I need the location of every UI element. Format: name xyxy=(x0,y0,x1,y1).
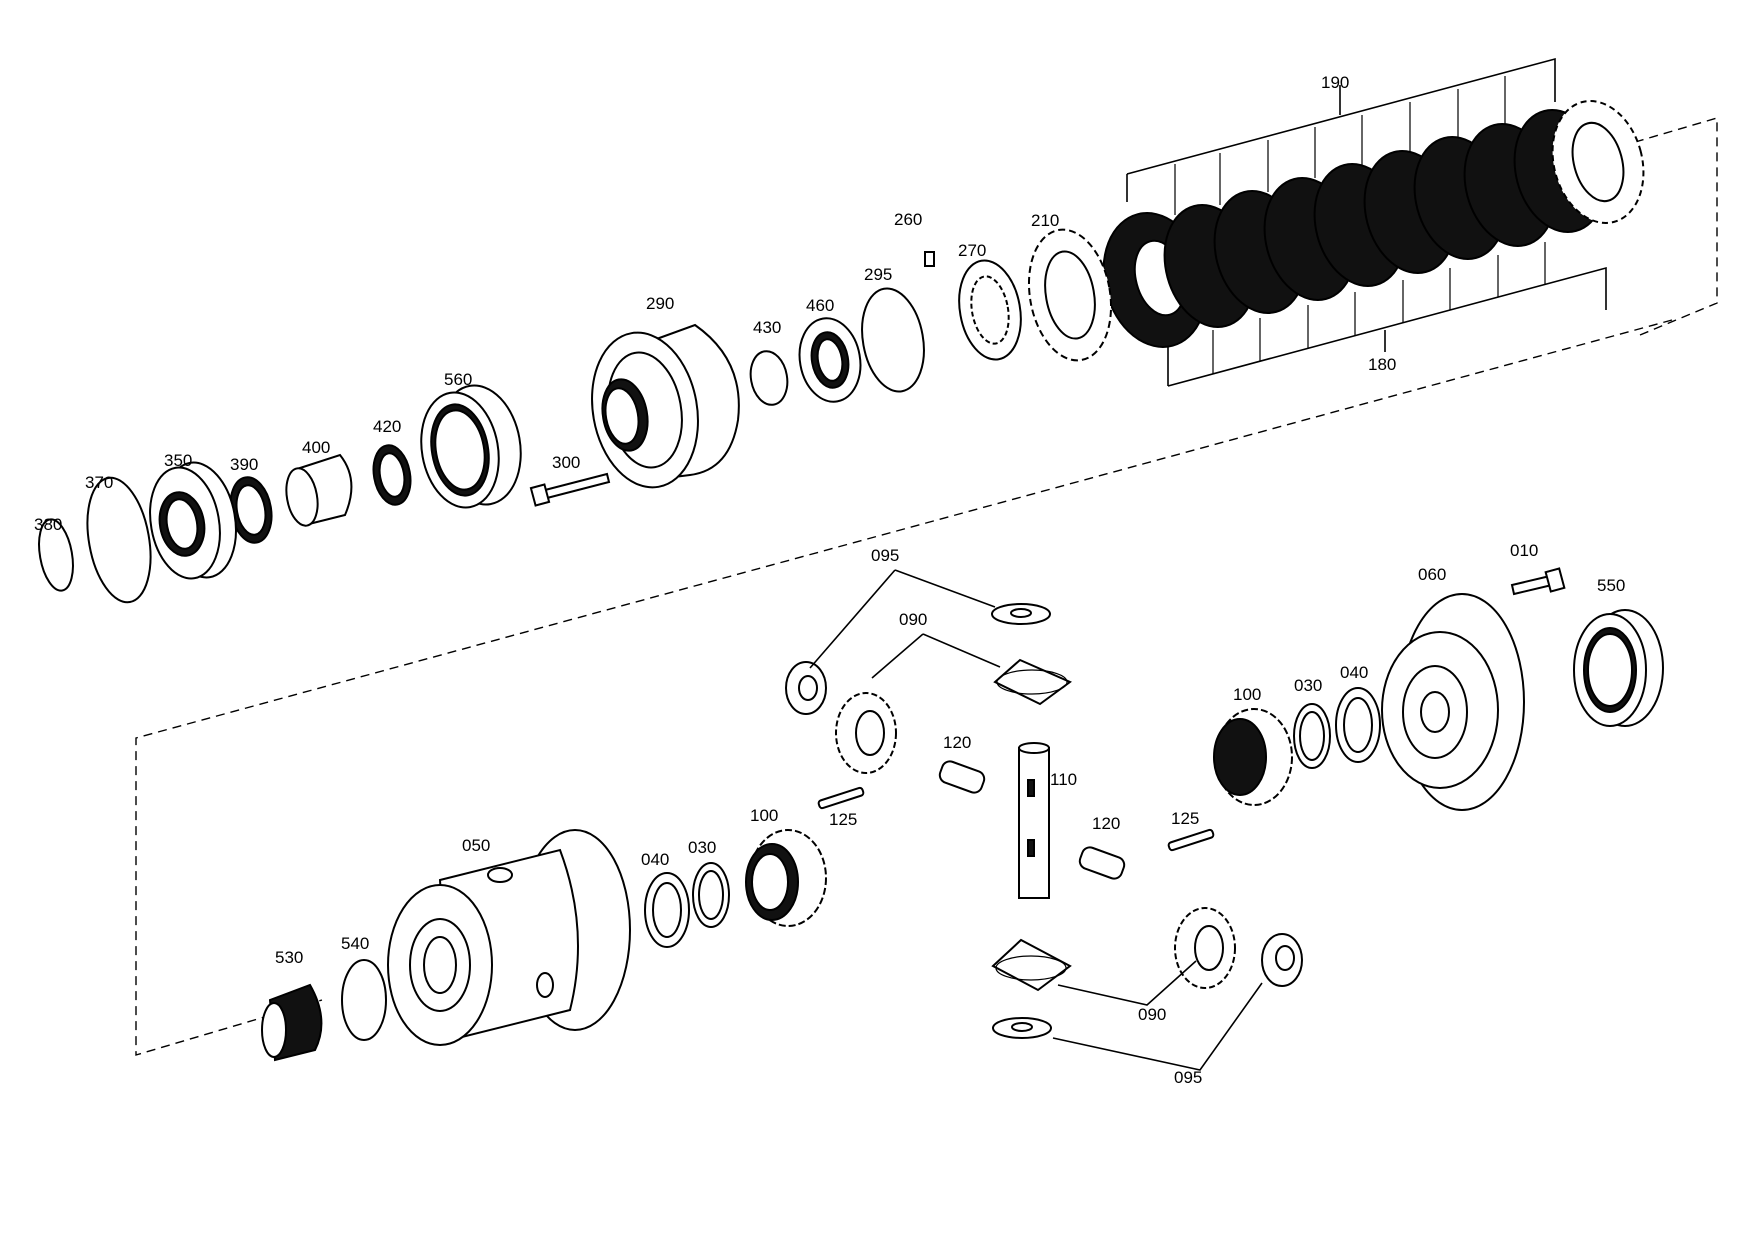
part-560-bearing xyxy=(420,384,522,509)
label-430: 430 xyxy=(753,318,781,337)
label-110: 110 xyxy=(1050,770,1077,789)
label-095: 095 xyxy=(1174,1068,1202,1087)
disc-pack-brackets xyxy=(1126,57,1607,387)
label-040: 040 xyxy=(1340,663,1368,682)
part-430-circlip xyxy=(749,350,789,406)
part-530-nut xyxy=(261,983,323,1062)
label-095: 095 xyxy=(871,546,899,565)
label-400: 400 xyxy=(302,438,330,457)
label-125: 125 xyxy=(829,810,857,829)
label-380: 380 xyxy=(34,515,62,534)
label-090: 090 xyxy=(899,610,927,629)
leader-lines xyxy=(809,569,1263,1071)
label-120: 120 xyxy=(943,733,971,752)
label-060: 060 xyxy=(1418,565,1446,584)
label-040: 040 xyxy=(641,850,669,869)
part-050-housing xyxy=(387,829,631,1046)
label-120: 120 xyxy=(1092,814,1120,833)
label-370: 370 xyxy=(85,473,113,492)
part-labels: 010 030 030 040 040 050 060 090 090 095 … xyxy=(34,73,1625,1087)
label-390: 390 xyxy=(230,455,258,474)
part-300-bolt xyxy=(529,472,611,507)
part-550-bearing xyxy=(1573,609,1664,727)
part-090-gears xyxy=(835,658,1236,992)
part-380-oring xyxy=(38,518,74,592)
part-100-gears xyxy=(745,708,1293,927)
label-050: 050 xyxy=(462,836,490,855)
label-010: 010 xyxy=(1510,541,1538,560)
label-420: 420 xyxy=(373,417,401,436)
part-400-sleeve xyxy=(285,453,353,527)
label-100: 100 xyxy=(750,806,778,825)
part-350-bearing xyxy=(149,461,237,580)
label-350: 350 xyxy=(164,451,192,470)
part-270-bearing xyxy=(958,259,1022,361)
clutch-disc-pack xyxy=(1102,100,1645,348)
part-210-disc xyxy=(1027,228,1113,362)
label-090: 090 xyxy=(1138,1005,1166,1024)
label-290: 290 xyxy=(646,294,674,313)
label-560: 560 xyxy=(444,370,472,389)
part-095-washers xyxy=(785,603,1303,1039)
label-100: 100 xyxy=(1233,685,1261,704)
part-295-ring xyxy=(861,287,925,393)
part-030-040-shims xyxy=(644,687,1381,948)
part-060-cover xyxy=(1381,593,1525,811)
part-370-oring xyxy=(86,476,152,604)
part-010-bolt xyxy=(1510,567,1566,596)
part-420-roller xyxy=(372,444,412,506)
label-540: 540 xyxy=(341,934,369,953)
label-180: 180 xyxy=(1368,355,1396,374)
part-540-circlip xyxy=(341,959,387,1041)
part-460-seal xyxy=(798,317,862,403)
label-550: 550 xyxy=(1597,576,1625,595)
label-460: 460 xyxy=(806,296,834,315)
label-030: 030 xyxy=(688,838,716,857)
label-300: 300 xyxy=(552,453,580,472)
label-210: 210 xyxy=(1031,211,1059,230)
part-290-hub xyxy=(591,323,740,489)
label-030: 030 xyxy=(1294,676,1322,695)
label-295: 295 xyxy=(864,265,892,284)
assembly-boundary xyxy=(135,117,1718,1056)
label-190: 190 xyxy=(1321,73,1349,92)
label-125: 125 xyxy=(1171,809,1199,828)
label-270: 270 xyxy=(958,241,986,260)
part-110-shaft xyxy=(1018,742,1050,899)
part-125-dowels xyxy=(817,786,1215,852)
part-120-pins xyxy=(938,760,1126,880)
label-530: 530 xyxy=(275,948,303,967)
label-260: 260 xyxy=(894,210,922,229)
part-260-pin xyxy=(924,251,935,267)
